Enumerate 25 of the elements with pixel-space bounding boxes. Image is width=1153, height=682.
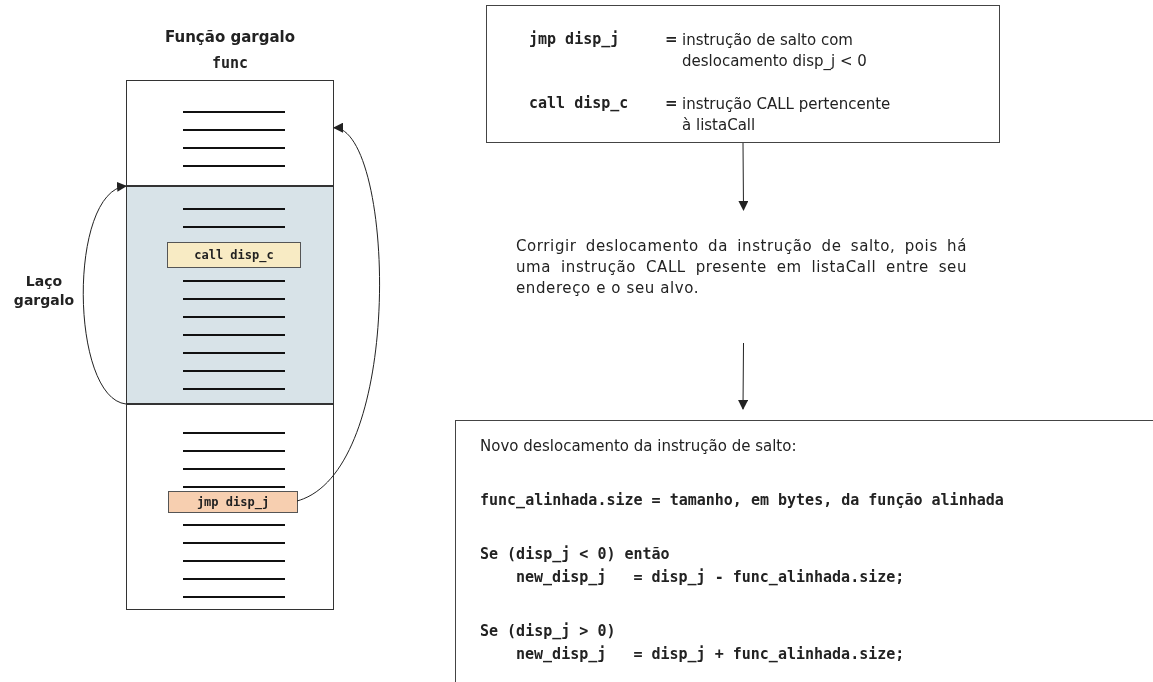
formula-line: func_alinhada.size = tamanho, em bytes, da função alinhada — [480, 491, 1004, 509]
formula-panel — [455, 420, 1153, 682]
code-section — [126, 80, 334, 186]
jump-instruction-box: jmp disp_j — [168, 491, 298, 513]
call-instruction-box: call disp_c — [167, 242, 301, 268]
definition-text: instrução de salto com deslocamento disp_j < 0 — [682, 30, 868, 72]
note-text: Corrigir deslocamento da instrução de salto, pois há uma instrução CALL presente em listaCall entre seu endereço e o seu alvo. — [516, 236, 967, 299]
arrow — [82, 184, 127, 405]
arrow — [738, 142, 749, 211]
equals-sign: = — [665, 94, 678, 112]
definition-text: instrução CALL pertencente à listaCall — [682, 94, 892, 136]
column-title: Função gargalo — [164, 28, 296, 46]
code-term: jmp disp_j — [529, 30, 620, 48]
definition-panel — [486, 5, 1000, 143]
highlighted-code-section — [126, 186, 334, 404]
formula-heading: Novo deslocamento da instrução de salto: — [480, 437, 797, 455]
formula-line: Se (disp_j > 0) — [480, 622, 616, 640]
formula-line: Se (disp_j < 0) então — [480, 545, 670, 563]
formula-line: new_disp_j = disp_j - func_alinhada.size; — [516, 568, 905, 586]
equals-sign: = — [665, 30, 678, 48]
code-term: call disp_c — [529, 94, 629, 112]
formula-line: new_disp_j = disp_j + func_alinhada.size; — [516, 645, 905, 663]
code-section — [126, 404, 334, 610]
arrow — [738, 342, 749, 410]
column-subtitle: func — [210, 54, 250, 72]
